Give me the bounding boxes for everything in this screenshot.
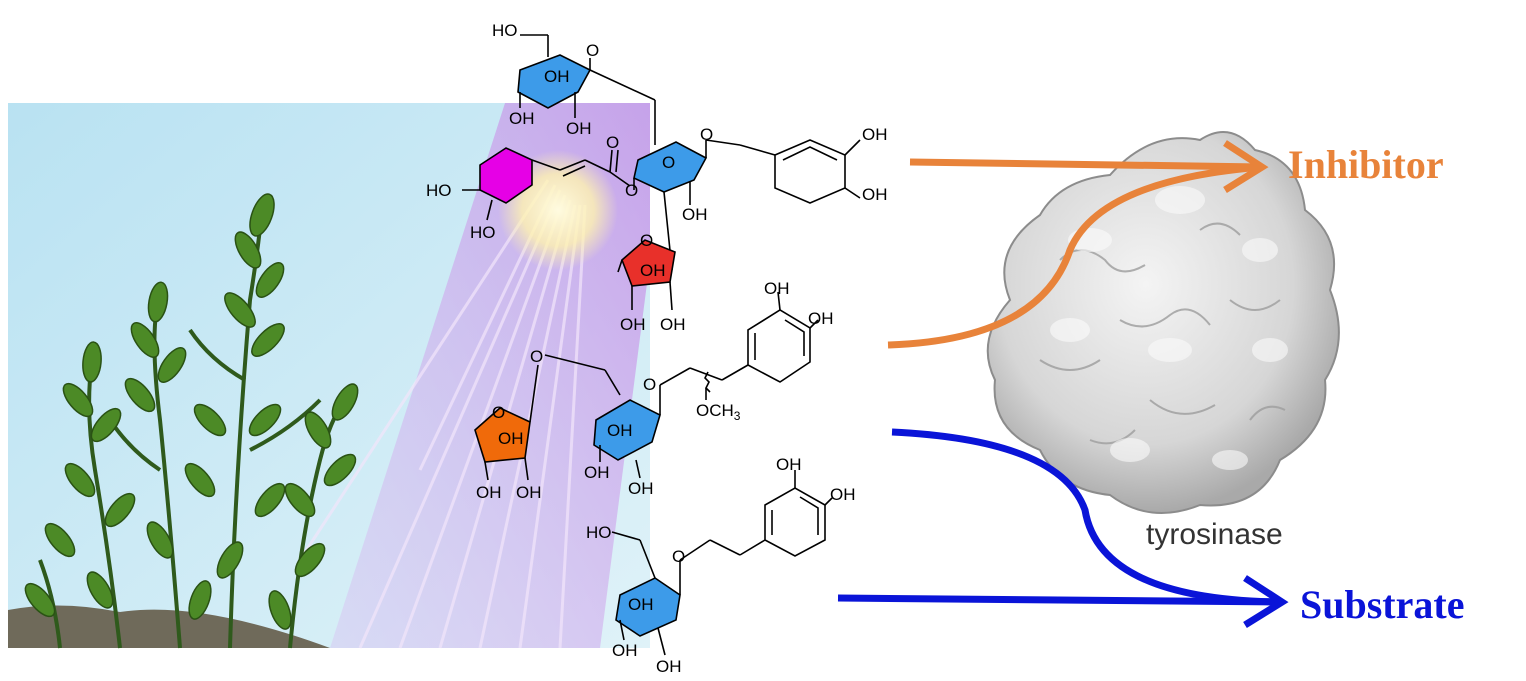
atom-ho: HO [586,523,612,542]
atom-oh: OH [628,595,654,614]
atom-labels: HO O OH OH OH O O O O OH OH OH HO HO O O… [426,21,888,676]
glucose-ring-top [517,54,592,109]
substrate-arrow-straight [837,594,1283,606]
enzyme-label: tyrosinase [1146,518,1283,551]
glucose-ring-lower [593,399,661,461]
atom-oh: OH [830,485,856,504]
atom-oh: OH [620,315,646,334]
atom-oh: OH [584,463,610,482]
molecule-2 [474,291,819,481]
atom-o: O [662,153,675,172]
atom-o: O [586,41,599,60]
atom-ho: HO [492,21,518,40]
light-beam [298,103,650,649]
atom-oh: OH [498,429,524,448]
substrate-label: Substrate [1300,582,1464,627]
atom-oh: OH [862,185,888,204]
atom-oh: OH [640,261,666,280]
molecule-3 [611,470,833,656]
atom-o: O [640,231,653,250]
inhibitor-arrow-straight [909,158,1263,171]
atom-oh: OH [764,279,790,298]
atom-oh: OH [862,125,888,144]
atom-oh: OH [808,309,834,328]
atom-oh: OH [682,205,708,224]
atom-oh: OH [776,455,802,474]
atom-oh: OH [566,119,592,138]
atom-o: O [625,181,638,200]
atom-o: O [606,133,619,152]
atom-o: O [700,125,713,144]
substrate-arrow-curved [891,428,1283,606]
inhibitor-arrowhead [1223,140,1269,193]
atom-ho: HO [426,181,452,200]
inhibitor-arrows [887,140,1269,349]
tyrosinase-surface-icon [986,131,1340,514]
background-scene [8,103,650,649]
atom-oh: OH [628,479,654,498]
atom-oh: OH [476,483,502,502]
apiose-ring [474,407,531,463]
substrate-arrows [837,428,1289,628]
plant-illustration [8,193,359,649]
atom-oh: OH [660,315,686,334]
atom-o: O [492,403,505,422]
atom-oh: OH [656,657,682,676]
atom-och3: OCH3 [696,401,741,423]
inhibitor-label: Inhibitor [1288,142,1444,187]
atom-oh: OH [509,109,535,128]
rhamnose-ring [621,239,676,287]
atom-o: O [672,547,685,566]
atom-ho: HO [470,223,496,242]
atom-oh: OH [544,67,570,86]
atom-oh: OH [612,641,638,660]
atom-o: O [643,375,656,394]
substrate-arrowhead [1243,575,1289,628]
molecule-1 [462,34,861,311]
atom-oh: OH [607,421,633,440]
inhibitor-arrow-curved [887,163,1263,349]
atom-o: O [530,347,543,366]
atom-oh: OH [516,483,542,502]
